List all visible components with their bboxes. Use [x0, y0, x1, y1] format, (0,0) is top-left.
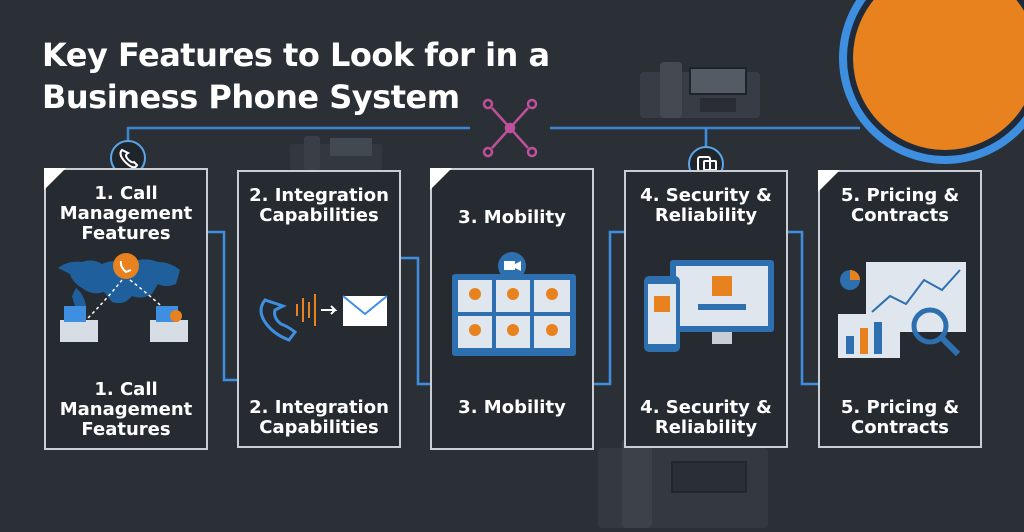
phone-call-icon: [113, 253, 139, 279]
world-map-call-illustration: [58, 253, 188, 342]
pricing-analytics-illustration: [838, 262, 966, 358]
card-corner: [430, 168, 452, 190]
card-corner: [818, 170, 840, 192]
card-title: 2. Integration Capabilities: [249, 185, 389, 226]
card-corner: [44, 168, 66, 190]
desk-phone-small-icon: [290, 136, 382, 170]
orange-circle: [853, 0, 1024, 150]
desk-phone-icon: [640, 62, 760, 118]
magnifier-icon: [911, 307, 949, 345]
card-caption: 3. Mobility: [458, 397, 566, 418]
connector-2-3: [400, 256, 432, 386]
handset-icon: [259, 298, 298, 342]
feature-card-call-management: 1. Call Management Features 1. Call Mana…: [44, 168, 208, 450]
connector-4-5: [786, 230, 818, 386]
feature-card-security: 4. Security & Reliability 4. Security & …: [624, 170, 788, 448]
card-title: 4. Security & Reliability: [640, 185, 772, 226]
feature-card-integration: 2. Integration Capabilities 2. Integrati…: [237, 170, 401, 448]
connector-3-4: [594, 230, 626, 386]
network-hub-icon: [482, 98, 538, 158]
connector-1-2: [208, 230, 238, 382]
desk-phone-bottom-icon: [598, 438, 768, 528]
card-title: 5. Pricing & Contracts: [840, 185, 960, 226]
soundwave-icon: [296, 294, 316, 326]
card-caption: 5. Pricing & Contracts: [840, 397, 960, 438]
page-title: Key Features to Look for in a Business P…: [42, 36, 550, 116]
video-conference-illustration: [452, 252, 576, 356]
card-title: 1. Call Management Features: [59, 183, 193, 244]
security-devices-illustration: [644, 260, 774, 352]
integration-illustration: [259, 294, 388, 342]
card-caption: 1. Call Management Features: [59, 379, 193, 440]
card-title: 3. Mobility: [458, 207, 566, 228]
phone-icon: [119, 148, 139, 169]
arrow-right-icon: [321, 305, 338, 315]
card-caption: 2. Integration Capabilities: [249, 397, 389, 438]
card-caption: 4. Security & Reliability: [640, 397, 772, 438]
feature-card-pricing: 5. Pricing & Contracts 5. Pricing & Cont…: [818, 170, 982, 448]
feature-card-mobility: 3. Mobility 3. Mobility: [430, 168, 594, 450]
